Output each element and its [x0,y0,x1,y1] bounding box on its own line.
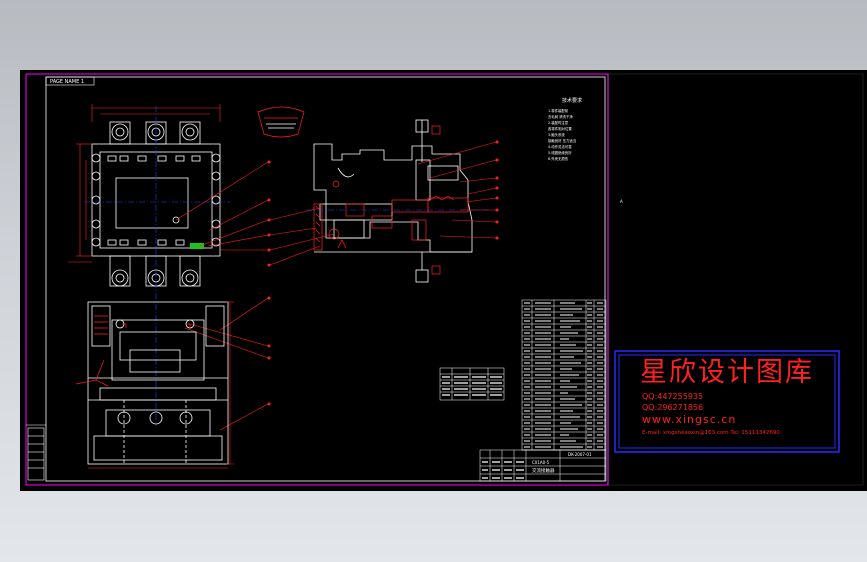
company-label: C01A0-5 [532,460,550,465]
notes-line-1: 去毛刺 清洗干净 [548,114,573,119]
notes-line-3: 各零件相对位置 [548,126,572,131]
cad-drawing: PAGE NAME 1 [25,73,864,486]
notes-line-8: 6.外壳无损伤 [548,156,569,161]
notes-line-6: 4.动作灵活可靠 [548,144,572,149]
notes-heading: 技术要求 [562,97,582,104]
notes-line-0: 1.零件装配前 [548,108,569,113]
technical-notes: 技术要求 1.零件装配前 去毛刺 清洗干净 2.装配时注意 各零件相对位置 3.… [548,97,582,161]
paper-extent [607,73,864,486]
outer-frame [25,73,609,486]
front-dimensions [88,301,234,469]
drawing-title: 交流接触器 [532,467,555,474]
plan-centerlines [84,106,230,426]
watermark-title: 星欣设计图库 [640,357,814,388]
small-parts-table [439,367,505,401]
bom-table [521,299,607,451]
watermark-panel [614,350,840,453]
title-block [479,449,607,482]
notes-line-2: 2.装配时注意 [548,120,569,125]
notes-line-7: 5.线圈绝缘良好 [548,150,572,155]
balloon-numbers-left [267,160,271,406]
drawing-number: DK-2007-01 [568,452,592,457]
watermark-site: www.xingsc.cn [642,413,737,426]
watermark-qq1: QQ:447255935 [642,392,704,401]
section-view [313,119,473,283]
watermark-contact: E-mail: xingsheaoxin@163.com Tel: 151113… [642,430,780,436]
watermark-qq2: QQ:296271856 [642,403,704,412]
leader-lines-section [269,141,497,266]
sheet-mark: A [620,199,623,204]
left-binding-table [27,427,45,481]
detail-callout [257,106,305,138]
drawing-sheet[interactable]: PAGE NAME 1 [20,70,867,491]
border-tag: PAGE NAME 1 [50,79,84,85]
front-elevation [87,301,229,465]
plan-dimensions [68,104,221,263]
inner-frame [45,76,606,482]
coil-terminal-marker [190,243,204,249]
notes-line-5: 接触良好 压力适当 [548,138,576,143]
front-hatching [75,315,191,387]
notes-line-4: 3.触头系统 [548,132,565,137]
balloon-numbers-section [267,140,499,267]
